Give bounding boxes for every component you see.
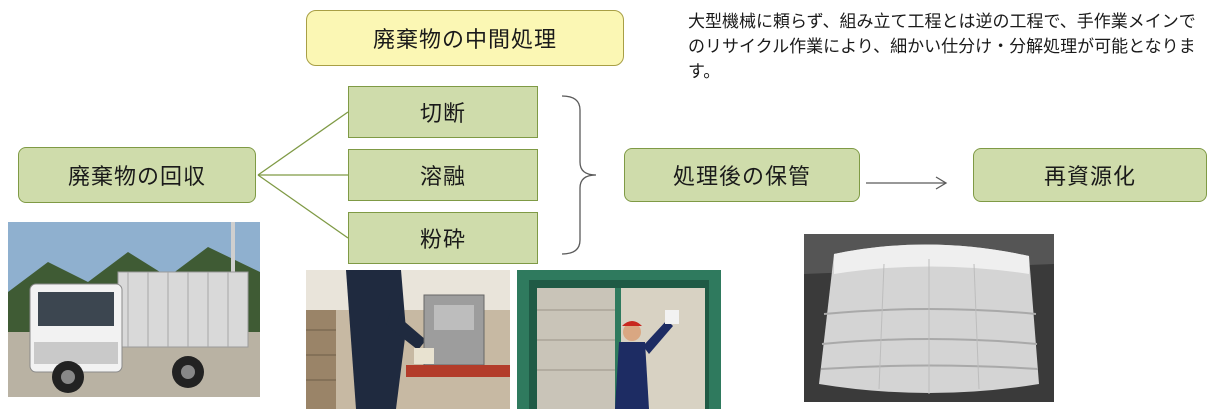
connector-to-cut [257, 111, 349, 176]
collection-box: 廃棄物の回収 [18, 147, 256, 203]
process-cut: 切断 [348, 86, 538, 138]
recycling-box: 再資源化 [973, 148, 1207, 202]
connector-to-crush [257, 174, 349, 239]
storage-box: 処理後の保管 [624, 148, 860, 202]
process-melt: 溶融 [348, 149, 538, 201]
grouping-brace [561, 95, 597, 255]
truck-photo [8, 222, 260, 397]
process-crush: 粉砕 [348, 212, 538, 264]
cutting-work-photo [306, 270, 510, 409]
recycled-blocks-photo [804, 234, 1054, 402]
worker-photo [517, 270, 721, 409]
description-text: 大型機械に頼らず、組み立て工程とは逆の工程で、手作業メインでのリサイクル作業によ… [688, 12, 1196, 82]
arrow-to-recycling [866, 176, 948, 190]
process-title: 廃棄物の中間処理 [306, 10, 624, 66]
